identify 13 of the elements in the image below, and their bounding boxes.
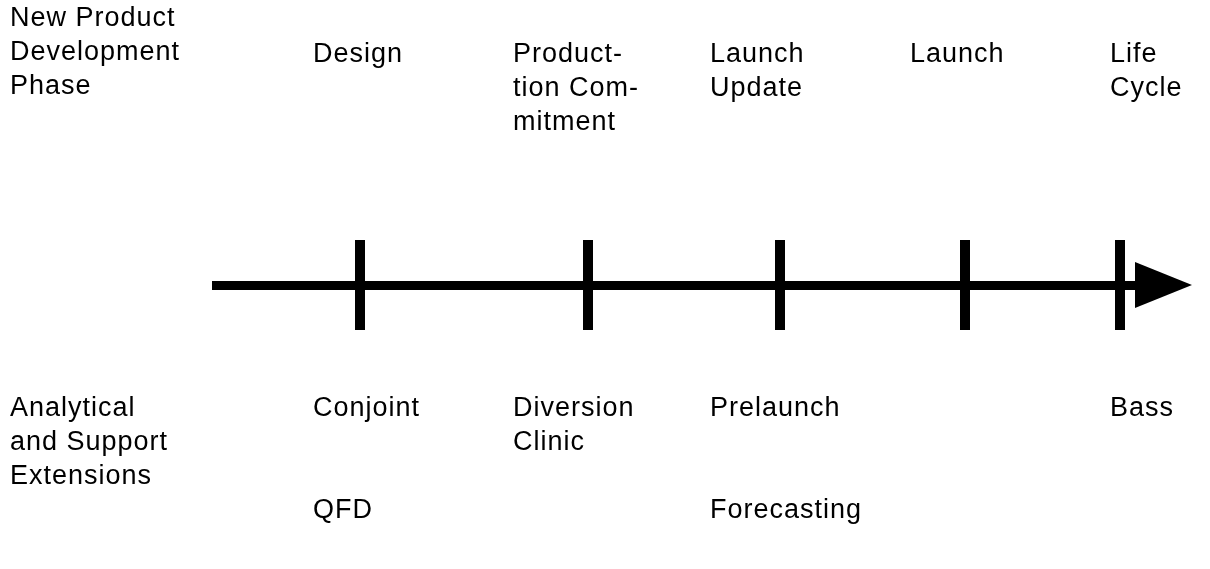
phase-heading: New Product Development Phase — [10, 1, 182, 102]
method-label: QFD — [313, 493, 374, 526]
extensions-heading: Analytical and Support Extensions — [10, 391, 170, 492]
milestone-label: Life Cycle — [1110, 37, 1184, 104]
milestone-label: Product- tion Com- mitment — [513, 37, 641, 138]
method-label: Forecasting — [710, 493, 864, 526]
method-label: Bass — [1110, 391, 1176, 424]
milestone-label: Launch — [910, 37, 1006, 70]
milestone-label: Design — [313, 37, 405, 70]
milestone-label: Launch Update — [710, 37, 806, 104]
method-label: Prelaunch — [710, 391, 842, 424]
method-label: Conjoint — [313, 391, 422, 424]
method-label: Diversion Clinic — [513, 391, 636, 458]
